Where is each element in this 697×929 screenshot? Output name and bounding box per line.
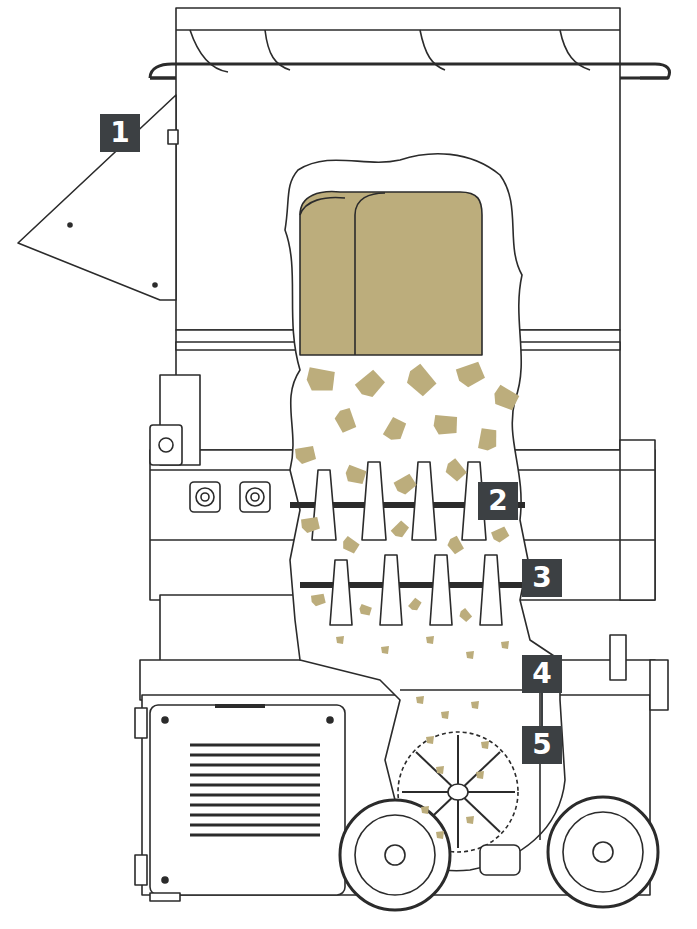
callout-number: 5 [522,726,562,764]
wheel [340,800,450,910]
insulation-fragments [295,361,522,839]
leader-line [541,693,543,726]
cutaway [285,154,565,871]
callout-number: 2 [478,482,518,520]
callout-number: 3 [522,559,562,597]
wheel [548,797,658,907]
hopper-flap [18,95,176,300]
callout-number: 1 [100,114,140,152]
callout-number: 4 [522,655,562,693]
insulation-bale [300,192,482,355]
